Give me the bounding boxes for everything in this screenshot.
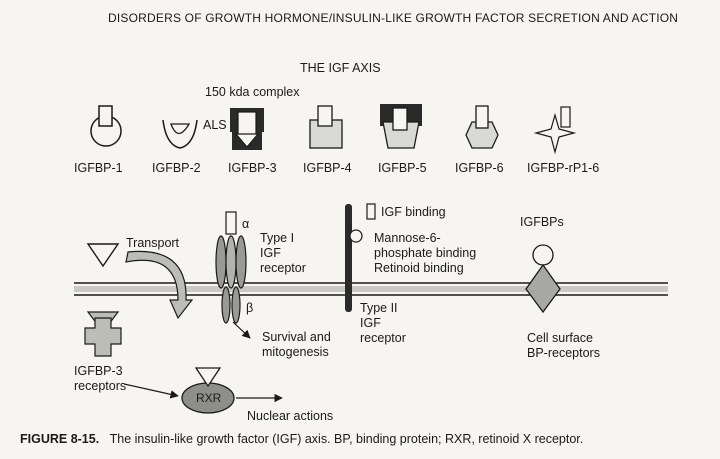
bp-label-5: IGFBP-5 bbox=[378, 161, 427, 175]
igfbps-label: IGFBPs bbox=[520, 215, 564, 229]
transport-label: Transport bbox=[126, 236, 180, 250]
igfbp3-receptors-line2: receptors bbox=[74, 379, 126, 393]
survival-line1: Survival and bbox=[262, 330, 331, 344]
caption-text: The insulin-like growth factor (IGF) axi… bbox=[110, 432, 584, 446]
igfbp3-receptor-icon bbox=[84, 311, 122, 357]
type2-line1: Type II bbox=[360, 301, 398, 315]
cell-surface-line1: Cell surface bbox=[527, 331, 593, 345]
type1-line2: IGF bbox=[260, 246, 281, 260]
igf-binding-label: IGF binding bbox=[381, 205, 446, 219]
beta-label: β bbox=[246, 301, 253, 315]
igfbp3-receptors-line1: IGFBP-3 bbox=[74, 364, 123, 378]
type1-igf-receptor-icon bbox=[215, 211, 247, 324]
igf-binding-icon bbox=[366, 203, 376, 220]
igfbp-rp-star-icon bbox=[533, 106, 577, 155]
m6p-line2: phosphate binding bbox=[374, 246, 476, 260]
figure-caption: FIGURE 8-15. The insulin-like growth fac… bbox=[20, 430, 583, 447]
nuclear-actions-label: Nuclear actions bbox=[247, 409, 333, 423]
survival-arrow bbox=[232, 321, 251, 339]
type2-line2: IGF bbox=[360, 316, 381, 330]
cell-surface-line2: BP-receptors bbox=[527, 346, 600, 360]
alpha-label: α bbox=[242, 217, 249, 231]
igf-triangle-icon bbox=[86, 243, 120, 268]
type2-line3: receptor bbox=[360, 331, 406, 345]
igfbp4-icon bbox=[309, 105, 343, 149]
bp-label-6: IGFBP-6 bbox=[455, 161, 504, 175]
caption-label: FIGURE 8-15. bbox=[20, 432, 99, 446]
rxr-label: RXR bbox=[196, 391, 222, 405]
igfbp3-als-complex-icon bbox=[230, 108, 264, 150]
retinoid-label: Retinoid binding bbox=[374, 261, 464, 275]
als-label: ALS bbox=[203, 118, 227, 132]
rxr-arrow bbox=[123, 383, 179, 399]
bp-label-1: IGFBP-1 bbox=[74, 161, 123, 175]
cell-membrane bbox=[74, 282, 668, 296]
igfbp2-icon bbox=[162, 119, 198, 149]
igfbp1-icon bbox=[90, 105, 122, 147]
rxr-complex-icon bbox=[181, 367, 235, 414]
type2-igf-receptor-icon bbox=[345, 204, 363, 312]
complex-label: 150 kda complex bbox=[205, 85, 300, 99]
igfbp5-icon bbox=[380, 104, 422, 149]
cell-surface-bp-receptor-icon bbox=[525, 244, 561, 314]
type1-line1: Type I bbox=[260, 231, 294, 245]
figure-title: THE IGF AXIS bbox=[300, 61, 381, 75]
type1-line3: receptor bbox=[260, 261, 306, 275]
survival-line2: mitogenesis bbox=[262, 345, 329, 359]
bp-label-2: IGFBP-2 bbox=[152, 161, 201, 175]
bp-label-3: IGFBP-3 bbox=[228, 161, 277, 175]
igfbp6-icon bbox=[465, 105, 499, 149]
m6p-line1: Mannose-6- bbox=[374, 231, 441, 245]
transport-arrow bbox=[125, 250, 194, 320]
bp-label-7: IGFBP-rP1-6 bbox=[527, 161, 599, 175]
bp-label-4: IGFBP-4 bbox=[303, 161, 352, 175]
page-header: DISORDERS OF GROWTH HORMONE/INSULIN-LIKE… bbox=[108, 11, 678, 25]
